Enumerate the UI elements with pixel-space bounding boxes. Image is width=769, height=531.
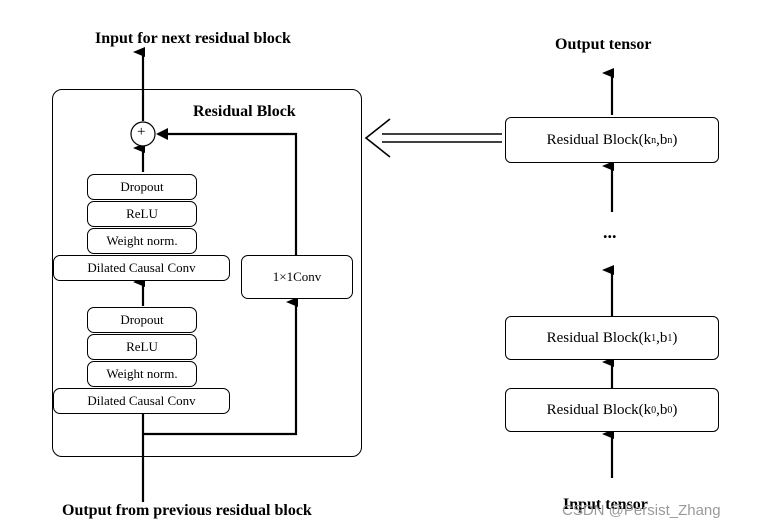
conv-to-add-arrowhead <box>156 128 168 140</box>
residual-block-1-b-sub: 1 <box>667 332 673 344</box>
output-tensor-label: Output tensor <box>555 36 652 53</box>
block-title: Residual Block <box>193 103 296 120</box>
residual-block-n-suffix: ) <box>672 131 678 148</box>
ellipsis: ... <box>603 222 617 242</box>
conv-to-add-line <box>158 132 298 262</box>
residual-block-1-suffix: ) <box>672 329 678 346</box>
residual-block-1-sep: , <box>656 329 660 346</box>
add-node-circle <box>130 121 156 147</box>
skip-to-conv-arrow <box>143 297 298 436</box>
residual-block-0-sep: , <box>656 401 660 418</box>
residual-block-0-b: b <box>659 401 668 418</box>
input-tensor-label: Input tensor <box>563 496 648 513</box>
residual-block-n-k-sub: n <box>651 134 657 146</box>
skip-conv-box: 1×1Conv <box>241 255 353 299</box>
residual-block-0-k-sub: 0 <box>651 404 657 416</box>
lower-dilated-conv-box: Dilated Causal Conv <box>53 388 230 414</box>
residual-block-n-prefix: Residual Block( <box>546 131 644 148</box>
upper-dilated-conv-box: Dilated Causal Conv <box>53 255 230 281</box>
residual-block-n-b-sub: n <box>667 134 673 146</box>
watermark-text: CSDN @Persist_Zhang <box>562 502 721 519</box>
expansion-double-arrow <box>364 118 502 158</box>
residual-block-0-b-sub: 0 <box>667 404 673 416</box>
residual-block-1-b: b <box>659 329 668 346</box>
residual-block-n-k: k <box>643 131 652 148</box>
top-input-label: Input for next residual block <box>95 30 291 47</box>
residual-block-n-sep: , <box>656 131 660 148</box>
upper-relu-box: ReLU <box>87 201 197 227</box>
residual-block-0-prefix: Residual Block( <box>546 401 644 418</box>
residual-block-0-suffix: ) <box>672 401 678 418</box>
residual-block-1-k-sub: 1 <box>651 332 657 344</box>
lower-weight-norm-box: Weight norm. <box>87 361 197 387</box>
residual-block-n-b: b <box>659 131 668 148</box>
bottom-output-label: Output from previous residual block <box>62 502 312 519</box>
residual-block-0-k: k <box>643 401 652 418</box>
upper-weight-norm-box: Weight norm. <box>87 228 197 254</box>
lower-dropout-box: Dropout <box>87 307 197 333</box>
residual-block-1-prefix: Residual Block( <box>546 329 644 346</box>
lower-relu-box: ReLU <box>87 334 197 360</box>
add-node-symbol: + <box>137 124 146 140</box>
residual-block-1-k: k <box>643 329 652 346</box>
upper-dropout-box: Dropout <box>87 174 197 200</box>
residual-block-frame <box>52 89 362 457</box>
